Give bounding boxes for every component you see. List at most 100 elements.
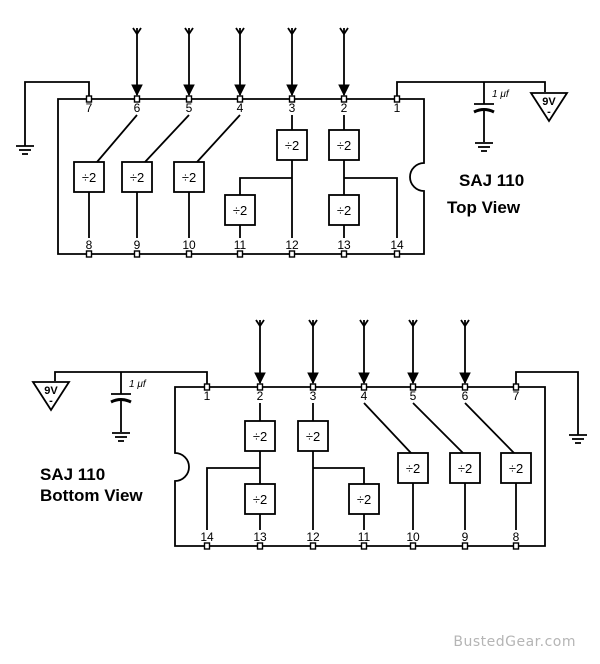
top-pin-label-3: 3 [289,101,296,115]
bottom-input-arrow-3-head [307,372,319,385]
top-divider-3a [276,129,308,161]
top-pin-label-2: 2 [341,101,348,115]
top-diag-wire-5 [144,114,190,163]
top-pin-label-6: 6 [134,101,141,115]
top-diag-wire-6 [96,114,138,163]
top-pin-label-13: 13 [337,238,351,252]
top-input-arrow-6-feather-r [136,27,142,35]
bottom-input-arrow-5-feather-l [408,319,414,327]
bottom-pin-label-8: 8 [513,530,520,544]
watermark: BustedGear.com [453,634,576,650]
top-divider-9-label: ÷2 [130,170,144,185]
top-divider-9 [121,161,153,193]
bottom-pin-label-7: 7 [513,389,520,403]
top-divider-11 [224,194,256,226]
bottom-divider-11-label: ÷2 [357,492,371,507]
bottom-input-arrow-4-feather-r [363,319,369,327]
bottom-pin-label-9: 9 [462,530,469,544]
top-battery-label: 9V [542,96,556,108]
bottom-divider-3a [297,420,329,452]
top-divider-2a [328,129,360,161]
bottom-divider-11 [348,483,380,515]
bottom-capacitor-label: 1 μf [129,379,147,390]
top-pin7-ground-wire [24,81,90,146]
bottom-pin-label-4: 4 [361,389,368,403]
bottom-diag-wire-4 [363,402,412,454]
bottom-view-title: SAJ 110 [40,465,105,484]
top-input-arrow-3-feather-r [291,27,297,35]
bottom-pin-label-5: 5 [410,389,417,403]
bottom-divider-13-label: ÷2 [253,492,267,507]
bottom-input-arrow-2-head [254,372,266,385]
bottom-diag-wire-5 [412,402,464,454]
top-divider-10 [173,161,205,193]
top-pin1-supply-wire [396,81,546,96]
bottom-input-arrow-2-feather-r [259,319,265,327]
bottom-pin-14 [203,542,211,550]
top-3-to-11-wire [239,177,292,195]
top-input-arrow-4-head [234,84,246,97]
top-divider-8-label: ÷2 [82,170,96,185]
top-input-arrow-3-head [286,84,298,97]
bottom-input-arrow-6-feather-r [464,319,470,327]
top-capacitor-label: 1 μf [492,89,510,100]
bottom-divider-13 [244,483,276,515]
bottom-divider-9 [449,452,481,484]
bottom-ic-body [174,386,546,547]
top-input-arrow-5-feather-l [184,27,190,35]
bottom-battery-label: 9V [44,385,58,397]
top-pin-label-4: 4 [237,101,244,115]
top-input-arrow-2-head [338,84,350,97]
top-input-arrow-5-feather-r [188,27,194,35]
top-view-subtitle: Top View [447,198,521,217]
top-input-arrow-6-feather-l [132,27,138,35]
bottom-battery-minus: - [49,395,53,407]
top-pin-label-11: 11 [234,238,247,252]
bottom-pin-12 [309,542,317,550]
top-pin-11 [236,250,244,258]
bottom-input-arrow-3-feather-r [312,319,318,327]
top-input-arrow-2-feather-l [339,27,345,35]
bottom-pin-label-2: 2 [257,389,264,403]
bottom-view-subtitle: Bottom View [40,486,143,505]
top-divider-3a-label: ÷2 [285,138,299,153]
top-pin14-out [344,177,398,238]
top-pin-9 [133,250,141,258]
bottom-divider-10-label: ÷2 [406,461,420,476]
top-pin-label-8: 8 [86,238,93,252]
bottom-pin-11 [360,542,368,550]
bottom-input-arrow-4-feather-l [359,319,365,327]
top-divider-11-label: ÷2 [233,203,247,218]
top-pin-label-1: 1 [394,101,401,115]
bottom-battery-triangle [31,381,71,412]
bottom-pin-13 [256,542,264,550]
top-diag-wire-4 [196,114,241,163]
bottom-divider-10 [397,452,429,484]
bottom-3-to-11-wire [313,467,365,484]
top-input-arrow-3-feather-l [287,27,293,35]
bottom-pin-9 [461,542,469,550]
bottom-pin-label-10: 10 [406,530,420,544]
bottom-input-arrow-2-feather-l [255,319,261,327]
top-input-arrow-4-feather-l [235,27,241,35]
bottom-pin-label-3: 3 [310,389,317,403]
top-divider-10-label: ÷2 [182,170,196,185]
bottom-input-arrow-4-head [358,372,370,385]
top-pin-label-7: 7 [86,101,93,115]
top-divider-13-label: ÷2 [337,203,351,218]
top-pin-8 [85,250,93,258]
top-input-arrow-4-feather-r [239,27,245,35]
top-view-title: SAJ 110 [459,171,524,190]
bottom-input-arrow-6-head [459,372,471,385]
bottom-input-arrow-6-feather-l [460,319,466,327]
bottom-pin-label-14: 14 [200,530,214,544]
top-battery-triangle [529,92,569,123]
top-battery-minus: - [547,106,551,118]
top-pin-14 [393,250,401,258]
top-divider-2a-label: ÷2 [337,138,351,153]
bottom-divider-8-label: ÷2 [509,461,523,476]
bottom-divider-3a-label: ÷2 [306,429,320,444]
bottom-pin1-supply-wire [54,371,208,384]
